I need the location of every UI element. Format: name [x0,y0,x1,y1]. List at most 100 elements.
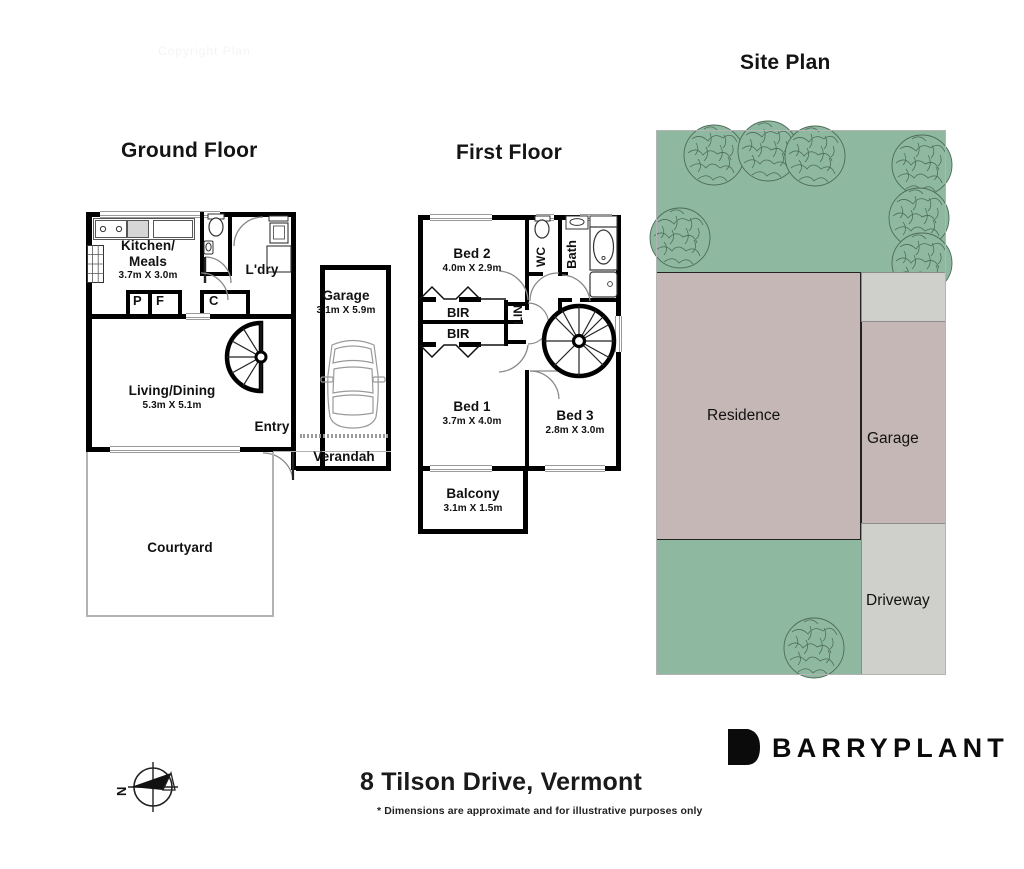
courtyard-left-edge [86,452,88,617]
wall-balcony-right [523,466,528,534]
doorway-kitchen-living [186,313,210,320]
wc-fixtures-icon [203,213,225,255]
label-kitchen: Kitchen/ Meals 3.7m X 3.0m [92,238,204,282]
window-kitchen-top [100,211,220,218]
label-bed2-dims: 4.0m X 2.9m [442,262,502,274]
label-bed1-dims: 3.7m X 4.0m [442,415,502,427]
label-entry: Entry [243,419,301,435]
site-garage-block [861,321,946,524]
site-paving-top [861,272,946,322]
barryplant-leaf-mark-icon [728,729,760,765]
staircase-first-icon [541,303,617,379]
wall-ff-top [418,215,621,220]
window-living-left [110,446,182,453]
wc-toilet-ff-icon [534,215,551,239]
wall-garage-left [320,265,325,471]
wall-kitchen-wc [200,212,204,274]
label-garage-name: Garage [322,288,370,303]
window-bed3-bottom [545,465,605,472]
wall-pantry-divider [148,290,152,318]
garage-door-line [300,434,388,438]
label-balcony-name: Balcony [446,486,500,501]
wall-wc-bottom-ff [529,272,543,276]
compass-north-label: N [114,787,129,796]
door-wc-ff-icon [529,272,560,302]
wall-bed1-top-stub2 [459,342,481,347]
sink-icon [153,220,193,238]
label-entry-name: Entry [254,419,290,434]
site-driveway-block [861,523,946,675]
wall-wc-bottom-ff-2 [558,272,568,276]
wall-bed2-bottom-stub [418,297,436,302]
door-laundry-icon [233,216,264,247]
label-bed3-name: Bed 3 [556,408,594,423]
wall-pantry-left [126,290,130,318]
marker-pantry: P [133,293,142,308]
wall-verandah-bottom [296,466,391,471]
wall-ff-bottom [418,466,621,471]
wall-bath-bottom-2 [558,298,572,302]
door-bed1-icon [498,344,529,373]
bathroom-fixtures-icon [565,215,618,298]
cooktop-burners-icon [99,225,123,233]
door-cupboard-icon [200,272,229,301]
cooktop-icon [95,220,127,238]
property-address: 8 Tilson Drive, Vermont [360,768,643,796]
site-residence-block [656,272,861,540]
kitchen-side-cabinet-icon [87,245,104,283]
label-laundry-name: L'dry [245,262,279,277]
label-balcony: Balcony 3.1m X 1.5m [423,486,523,514]
window-bed2-top [430,214,492,221]
wall-cupboard-top [200,290,250,294]
disclaimer-text: * Dimensions are approximate and for ill… [377,805,703,817]
wall-ff-center-upper [525,215,529,310]
label-bed2-name: Bed 2 [453,246,491,261]
site-label-driveway: Driveway [866,592,930,609]
label-kitchen-line1: Kitchen/ [120,238,176,253]
label-bed2: Bed 2 4.0m X 2.9m [422,246,522,274]
label-garage: Garage 3.1m X 5.9m [300,288,392,316]
wall-ff-center-lower [525,370,529,470]
window-living-right [182,446,240,453]
label-bed1-name: Bed 1 [453,399,491,414]
wall-lin-left [504,300,508,346]
wall-gf-bottom-right [230,447,296,452]
marker-fridge: F [156,293,164,308]
wall-bed1-top-stub [418,342,436,347]
wall-bath-bottom [580,298,620,302]
wall-bir-mid [418,320,523,324]
courtyard-right-edge [272,452,274,617]
site-boundary-top [656,130,946,131]
wall-garage-right [386,265,391,471]
wardrobe-doors-lower-icon [419,344,506,359]
staircase-ground-icon [224,320,268,394]
title-first-floor: First Floor [456,141,563,164]
wall-balcony-bottom [418,529,528,534]
label-laundry: L'dry [227,262,297,278]
wall-pantry-top [126,290,182,294]
marker-bath: Bath [564,240,579,269]
label-verandah: Verandah [300,449,388,465]
label-garage-dims: 3.1m X 5.9m [316,304,376,316]
door-bed3-icon [529,370,560,400]
laundry-fixtures-icon [266,215,292,273]
door-bed2-icon [498,270,529,301]
wall-fridge-right [178,290,182,318]
door-entry-icon [262,452,295,481]
label-kitchen-dims: 3.7m X 3.0m [118,270,178,282]
verandah-top-edge [273,451,391,453]
label-kitchen-line2: Meals [128,253,168,269]
wall-garage-top [320,265,391,270]
wall-gf-right-upper [291,212,296,317]
wall-bir-anchor [418,300,422,304]
marker-linen: LIN [511,305,525,325]
brand-name: BARRYPLANT [772,733,1009,763]
marker-bir-upper: BIR [447,305,470,320]
wardrobe-doors-upper-icon [419,285,506,300]
label-courtyard-name: Courtyard [147,540,213,555]
wall-wc-bottom [200,272,230,276]
wall-wc-ldry [228,212,232,276]
site-boundary-right [945,130,946,675]
site-boundary-left [656,130,657,675]
